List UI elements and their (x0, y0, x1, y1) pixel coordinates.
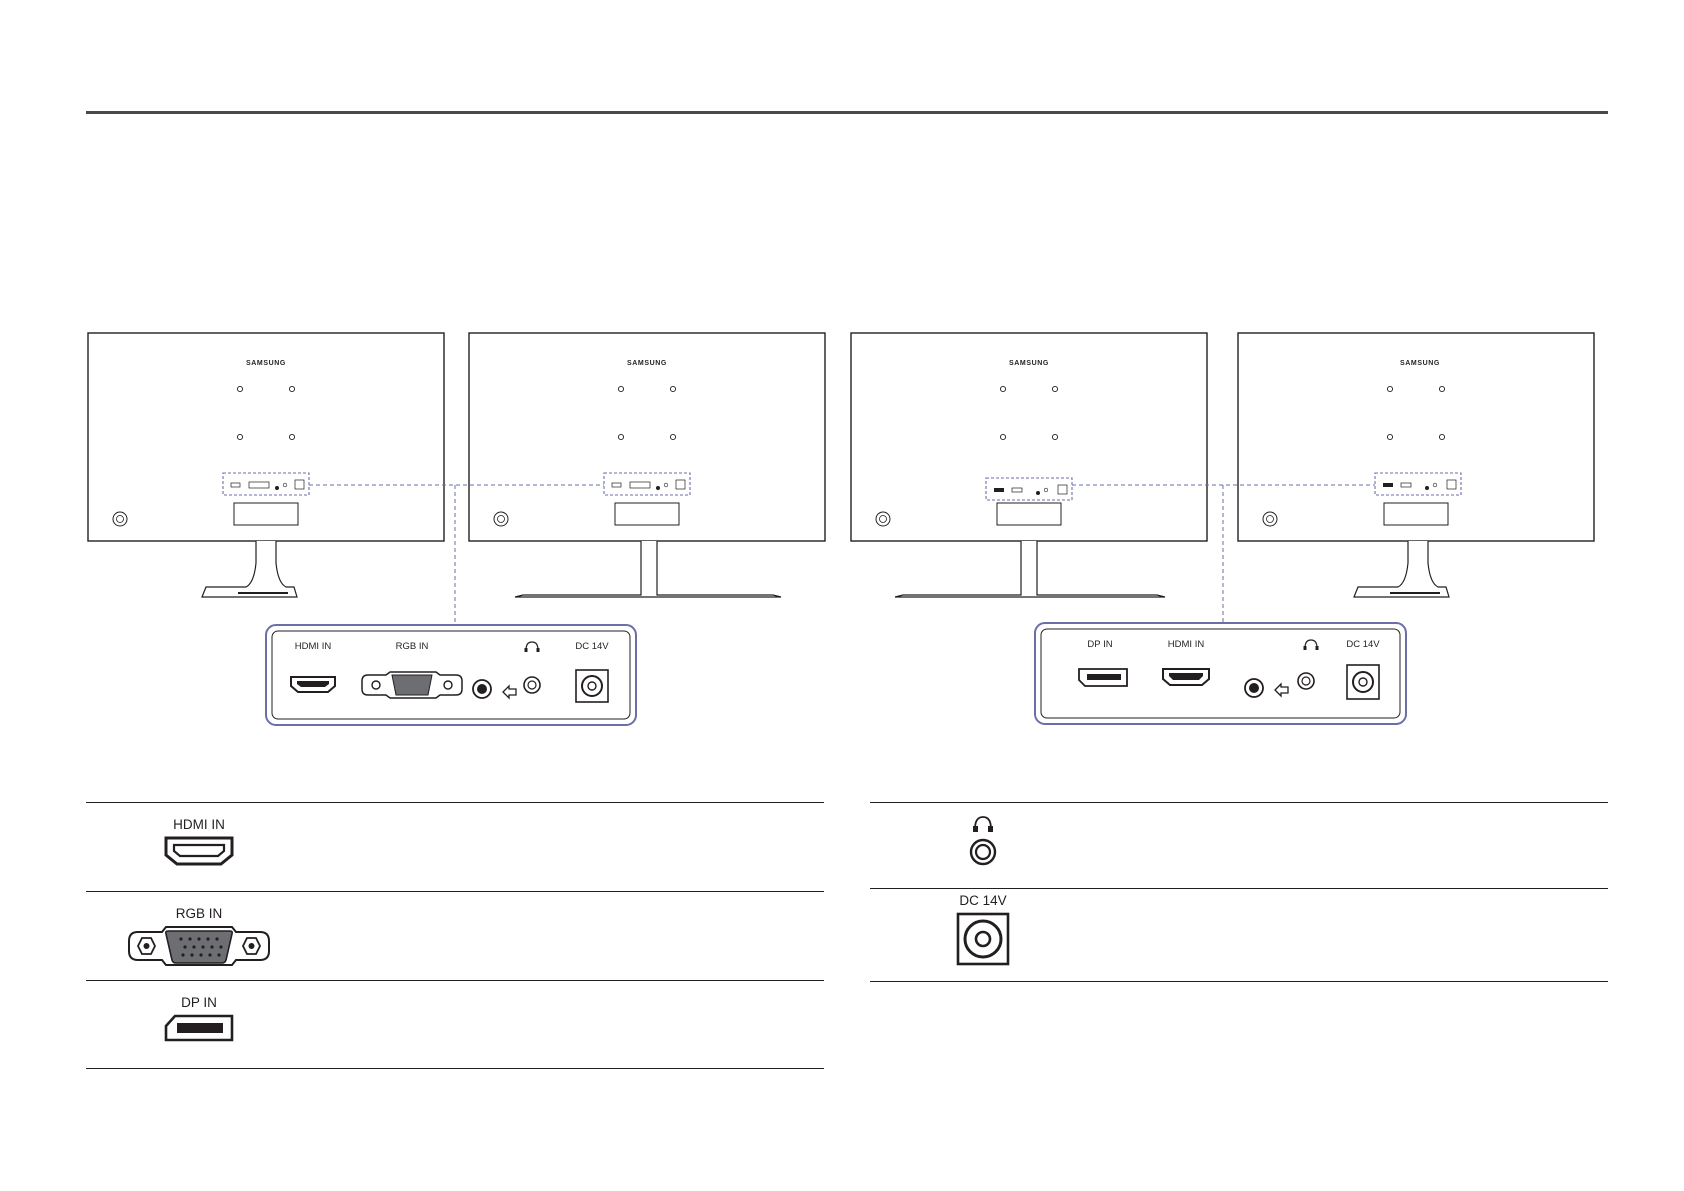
table-row-hdmi: HDMI IN (86, 802, 824, 891)
vga-port-icon (126, 924, 272, 968)
brand-logo: SAMSUNG (1400, 360, 1440, 367)
port-icon-cell: HDMI IN (114, 803, 284, 867)
port-table-left: HDMI IN RGB IN (86, 802, 824, 1069)
port-callout-panel-left: HDMI IN RGB IN DC 14V (266, 625, 636, 725)
port-name: DP IN (114, 981, 284, 1011)
callout-label-hdmi: HDMI IN (295, 641, 332, 652)
port-name: RGB IN (114, 892, 284, 922)
port-icon-cell: DC 14V (898, 889, 1068, 967)
monitor-back-view-3: SAMSUNG (851, 333, 1207, 597)
displayport-icon (163, 1013, 235, 1043)
table-row-dp: DP IN (86, 980, 824, 1069)
brand-logo: SAMSUNG (246, 360, 286, 367)
callout-label-dc: DC 14V (1346, 639, 1380, 650)
port-name: DC 14V (898, 889, 1068, 909)
table-row-headphone (870, 802, 1608, 888)
port-icon-cell: DP IN (114, 981, 284, 1043)
hdmi-port-icon (163, 835, 235, 867)
callout-label-dc: DC 14V (575, 641, 609, 652)
callout-label-rgb: RGB IN (396, 641, 429, 652)
headphone-jack-icon (967, 836, 999, 868)
port-table-right: DC 14V (870, 802, 1608, 982)
callout-label-hdmi: HDMI IN (1168, 639, 1205, 650)
connection-diagram: SAMSUNG SAMSUNG SAMSUNG SAMSUNG HDMI IN (0, 0, 1684, 760)
monitor-back-view-2: SAMSUNG (469, 333, 825, 597)
dc-power-jack-icon (955, 911, 1011, 967)
monitor-back-view-1: SAMSUNG (88, 333, 444, 597)
headphone-icon (971, 814, 995, 834)
monitor-back-view-4: SAMSUNG (1238, 333, 1594, 597)
brand-logo: SAMSUNG (1009, 360, 1049, 367)
table-row-dc: DC 14V (870, 888, 1608, 982)
port-name: HDMI IN (114, 803, 284, 833)
table-row-rgb: RGB IN (86, 891, 824, 980)
callout-label-dp: DP IN (1087, 639, 1112, 650)
brand-logo: SAMSUNG (627, 360, 667, 367)
port-callout-panel-right: DP IN HDMI IN DC 14V (1035, 623, 1406, 724)
port-icon-cell: RGB IN (114, 892, 284, 968)
port-icon-cell (898, 803, 1068, 868)
